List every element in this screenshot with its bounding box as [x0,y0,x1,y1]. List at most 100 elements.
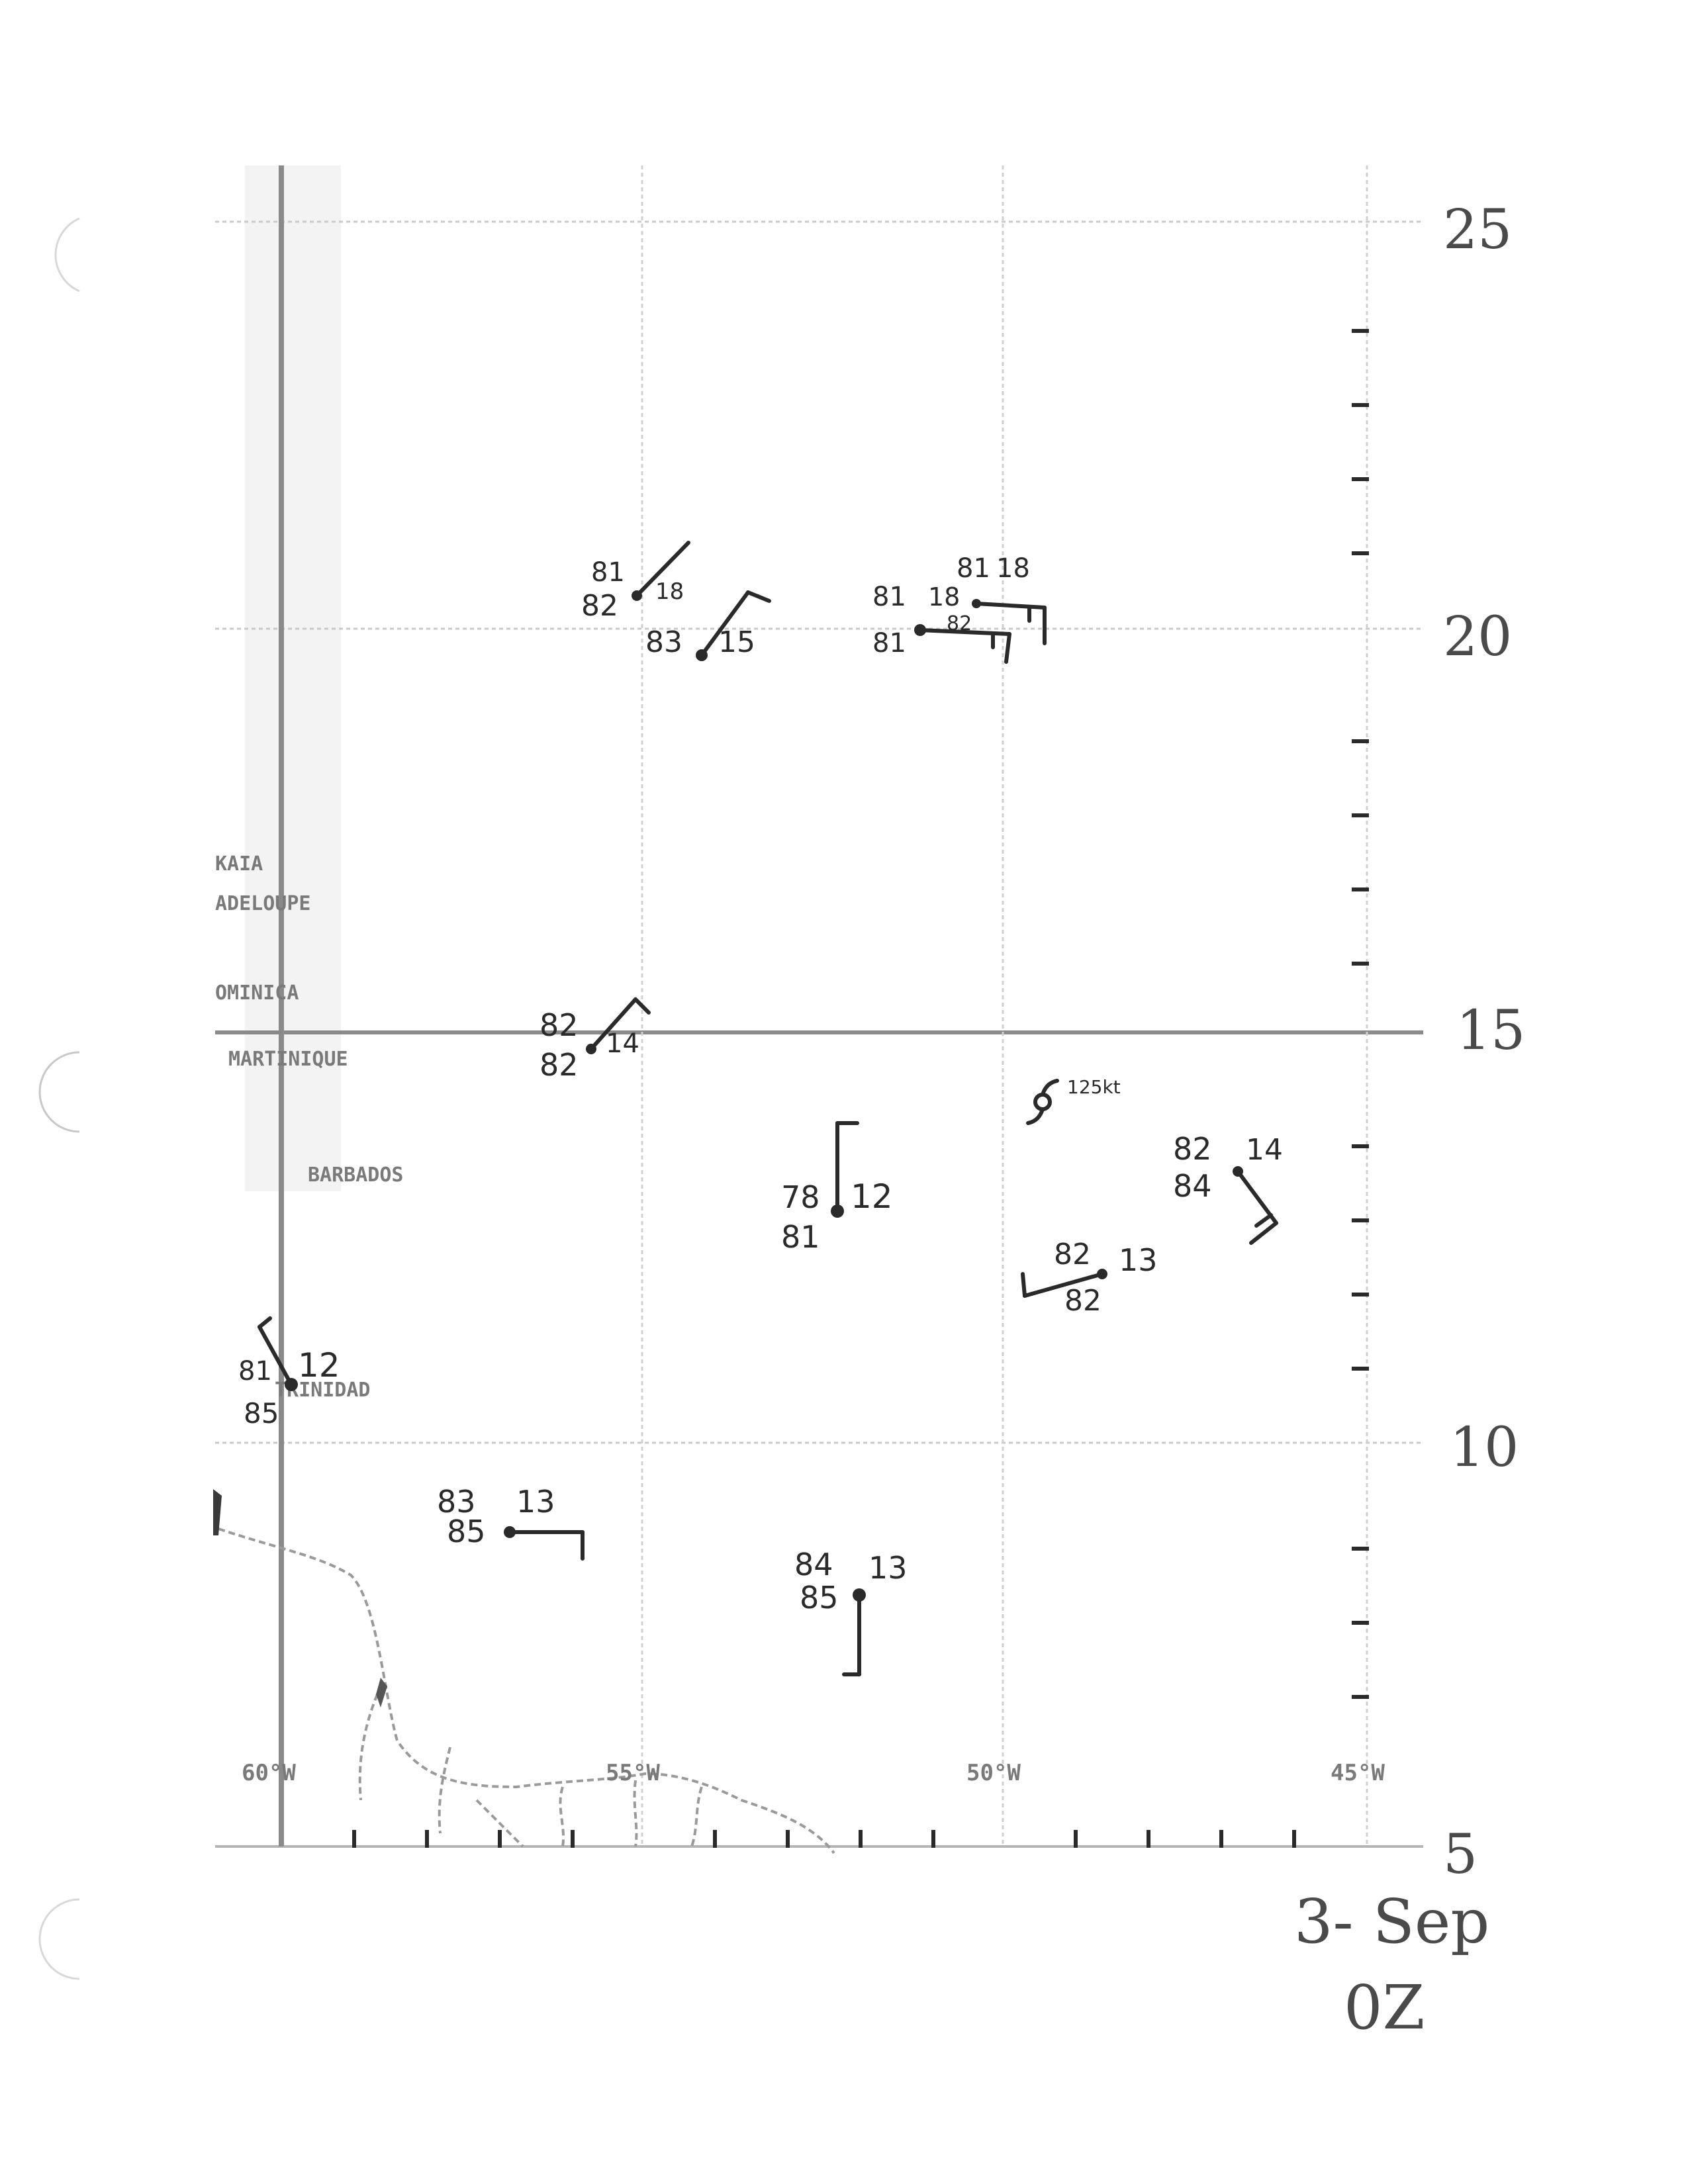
station-s9-value-c: 12 [298,1346,340,1385]
lon-label-55w: 55°W [606,1760,660,1786]
lat-label-25: 25 [1443,199,1512,261]
station-dot-s2 [696,649,708,661]
station-s11-value-c: 13 [868,1550,908,1586]
station-dots [285,590,1243,1602]
station-s1-value-b: 82 [581,589,618,623]
station-numbers: 81 82 18 83 15 81 81 18 82 81 18 82 82 1… [238,553,1283,1615]
coast-blot [213,1489,222,1535]
binder-holes [38,217,80,1980]
chart-date-time: 3- Sep 0Z [1294,1886,1489,2043]
border-path [438,1747,451,1834]
wind-barb-flag [258,1316,272,1329]
lat-ticks [1352,329,1369,1699]
island-label-guadeloupe: ADELOUPE [215,892,311,915]
island-label-barbados: BARBADOS [308,1163,404,1187]
wind-barb-s8 [1023,1272,1104,1298]
border-path [633,1780,638,1847]
station-dot-s9 [285,1378,298,1391]
station-s3-value-d: 82 [947,612,972,635]
border-path [358,1694,379,1801]
station-s5-value-b: 82 [539,1047,579,1083]
lat-label-20: 20 [1443,606,1512,668]
hurricane-icon [1026,1079,1059,1125]
island-label-martinique: MARTINIQUE [228,1048,348,1071]
station-s1-value-a: 81 [591,557,625,588]
wind-barb-flag [1249,1221,1278,1245]
wind-barb-flag [633,997,651,1015]
station-s4-value-a: 81 [957,553,990,584]
station-s10-value-a: 83 [437,1484,476,1520]
wind-barb-s2 [700,590,750,657]
lat-labels: 25 20 15 10 5 [1443,199,1525,1886]
chart-time: 0Z [1344,1972,1425,2043]
station-dot-s7 [1233,1166,1243,1177]
hurricane-intensity-label: 125kt [1067,1076,1121,1098]
station-s2-value-c: 15 [718,625,755,659]
station-s10-value-b: 85 [447,1514,486,1549]
wind-barbs [258,541,1278,1676]
station-s7-value-b: 84 [1173,1168,1212,1204]
station-s11-value-a: 84 [794,1547,833,1582]
island-label-kaia: KAIA [215,852,263,876]
binder-hole-middle [38,1051,80,1133]
station-dot-s3 [914,624,926,636]
wind-barb-s4 [974,602,1047,610]
wind-barb-s5 [589,997,637,1051]
station-s3-value-b: 81 [872,628,906,659]
coastline-path [218,1527,835,1854]
hurricane-marker: 125kt [1026,1076,1121,1125]
scan-shadow [245,165,341,1191]
station-dot-s10 [504,1526,516,1538]
border-path [559,1786,565,1847]
border-path [475,1799,524,1848]
station-dot-s11 [853,1588,866,1602]
wind-barb-s9 [258,1325,293,1387]
lat-label-15: 15 [1456,999,1525,1062]
printed-labels: KAIA ADELOUPE OMINICA MARTINIQUE BARBADO… [215,852,1385,1786]
wind-barb-flag [1254,1213,1273,1228]
station-s7-value-c: 14 [1246,1133,1283,1167]
station-s10-value-c: 13 [516,1484,555,1520]
wind-barb-flag [746,590,771,603]
station-s5-value-c: 14 [606,1028,639,1059]
station-s8-value-b: 82 [1064,1284,1102,1318]
coastline [218,1527,835,1854]
station-s9-value-a: 81 [238,1356,272,1387]
island-label-dominica: OMINICA [215,981,299,1005]
station-s6-value-b: 81 [781,1219,820,1255]
station-dot-s1 [632,590,642,601]
wind-barb-flag [1004,632,1011,664]
station-s4-value-c: 18 [996,553,1030,584]
station-s5-value-a: 82 [539,1007,579,1043]
station-dot-s5 [586,1044,596,1054]
lon-label-50w: 50°W [966,1760,1021,1786]
binder-hole-top [54,217,80,293]
station-s7-value-a: 82 [1173,1131,1212,1167]
station-s6-value-a: 78 [781,1179,820,1215]
station-s8-value-c: 13 [1119,1242,1158,1278]
station-s1-value-c: 18 [655,578,684,605]
lon-ticks [352,1830,1296,1848]
wind-barb-s1 [635,541,690,598]
station-dot-s8 [1097,1269,1107,1279]
border-path [690,1786,703,1847]
lat-label-10: 10 [1450,1416,1519,1479]
station-dot-s4 [972,599,981,608]
station-s3-value-a: 81 [872,582,906,612]
station-s9-value-b: 85 [244,1397,279,1430]
lon-label-45w: 45°W [1331,1760,1385,1786]
station-s2-value-a: 83 [645,625,682,659]
chart-date: 3- Sep [1294,1886,1489,1957]
station-s8-value-a: 82 [1054,1238,1091,1271]
lat-lon-grid [215,165,1423,1848]
station-dot-s6 [831,1205,844,1218]
station-s6-value-c: 12 [851,1177,893,1216]
station-s3-value-c: 18 [928,582,960,612]
binder-hole-bottom [38,1898,80,1980]
coast-blot [376,1678,387,1707]
lon-label-60w: 60°W [242,1760,296,1786]
lat-label-5: 5 [1443,1823,1477,1886]
wind-barb-flag [1021,1272,1027,1298]
station-s11-value-b: 85 [800,1580,839,1615]
